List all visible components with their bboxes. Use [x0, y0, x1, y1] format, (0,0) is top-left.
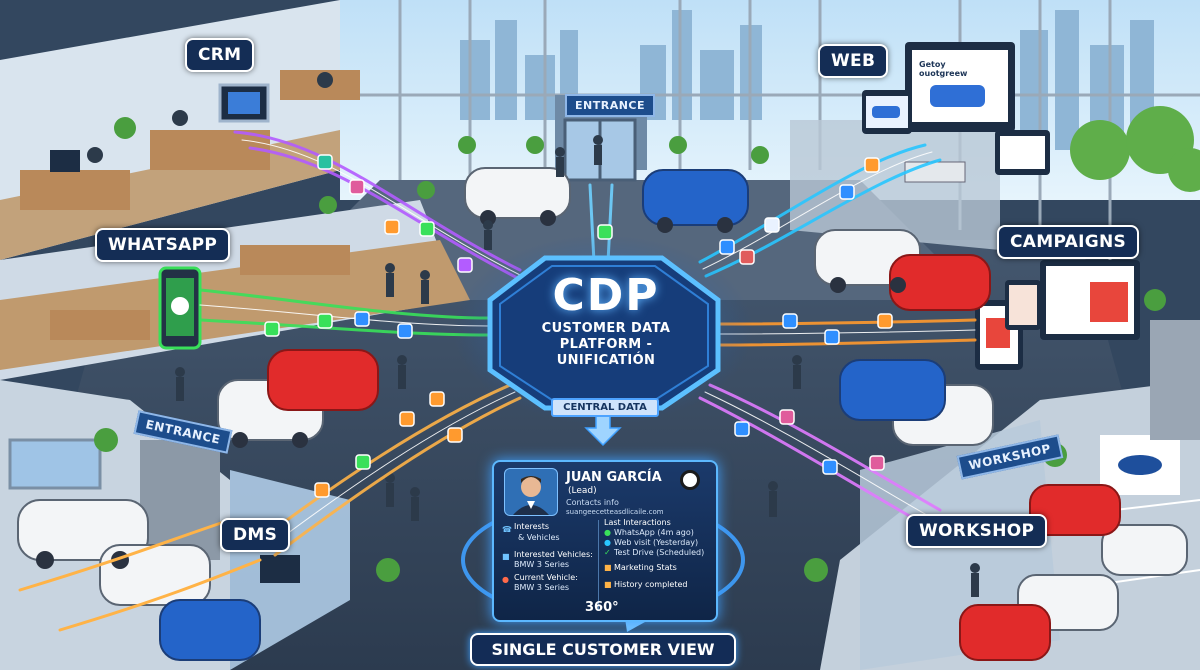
interaction-2: Web visit (Yesterday)	[614, 538, 699, 547]
central-data-caption: CENTRAL DATA	[551, 398, 659, 417]
interaction-1: WhatsApp (4m ago)	[614, 528, 694, 537]
interests-title: Interests	[514, 522, 549, 531]
interests-sub: & Vehicles	[518, 533, 560, 542]
customer-stage: (Lead)	[568, 486, 597, 496]
interested-vehicles-value: BMW 3 Series	[514, 560, 570, 569]
current-vehicle-value: BMW 3 Series	[514, 583, 570, 592]
card-divider	[598, 520, 599, 610]
plants	[94, 117, 1166, 582]
car-icon: ■	[502, 552, 510, 561]
flow-icons	[264, 154, 893, 498]
workshop-label: WORKSHOP	[906, 514, 1048, 548]
dms-arrow-line-2	[58, 558, 262, 632]
cdp-subtitle-line1: CUSTOMER DATA	[541, 321, 671, 336]
crm-office	[0, 0, 360, 260]
last-interactions-title: Last Interactions	[604, 518, 671, 527]
web-icon: ●	[604, 538, 611, 547]
crm-flow	[233, 130, 527, 284]
workshop-flow	[698, 383, 942, 527]
entrance-sign-top: ENTRANCE	[565, 94, 655, 117]
view-360-label: 360°	[585, 600, 619, 615]
contacts-label: Contacts info	[566, 498, 619, 507]
cdp-subtitle-line3: UNIFICATIÓN	[556, 353, 656, 368]
dms-label: DMS	[220, 518, 291, 552]
avatar	[504, 468, 558, 516]
trees	[1070, 106, 1200, 192]
web-mezzanine	[790, 42, 1050, 250]
crm-label: CRM	[185, 38, 255, 72]
web-screen-line1: Getoy	[919, 60, 946, 69]
web-screen-line2: ouotgreew	[919, 69, 968, 78]
people	[175, 135, 980, 597]
cdp-title: CDP	[552, 270, 660, 321]
web-screen-text: Getoy ouotgreew	[919, 60, 967, 78]
campaigns-label: CAMPAIGNS	[997, 225, 1140, 259]
customer-name: JUAN GARCÍA	[566, 470, 662, 485]
cdp-subtitle-line2: PLATFORM -	[559, 337, 653, 352]
history-icon: ■	[604, 580, 612, 589]
dms-arrow-line	[18, 518, 232, 592]
history-completed: History completed	[614, 580, 688, 589]
web-label: WEB	[818, 44, 889, 78]
test-drive-icon: ✓	[604, 548, 611, 557]
customer-profile-card: JUAN GARCÍA (Lead) Contacts info suangee…	[492, 460, 718, 622]
campaigns-displays	[975, 260, 1140, 370]
current-vehicle-label: Current Vehicle:	[514, 573, 578, 582]
location-pin-icon: ●	[502, 575, 509, 584]
dms-flow	[258, 383, 522, 557]
phone-icon: ☎	[502, 525, 512, 534]
bmw-logo-icon	[680, 470, 700, 490]
whatsapp-icon: ●	[604, 528, 611, 537]
marketing-stats: Marketing Stats	[614, 563, 677, 572]
marketing-icon: ■	[604, 563, 612, 572]
cdp-hub-text: CDP CUSTOMER DATA PLATFORM - UNIFICATIÓN	[495, 270, 717, 369]
whatsapp-label: WHATSAPP	[95, 228, 231, 262]
interested-vehicles-label: Interested Vehicles:	[514, 550, 593, 559]
cdp-hub	[453, 235, 753, 425]
customer-email: suangeecetteasdlicaile.com	[566, 508, 664, 516]
single-customer-view-label: SINGLE CUSTOMER VIEW	[470, 633, 736, 666]
interaction-3: Test Drive (Scheduled)	[614, 548, 705, 557]
